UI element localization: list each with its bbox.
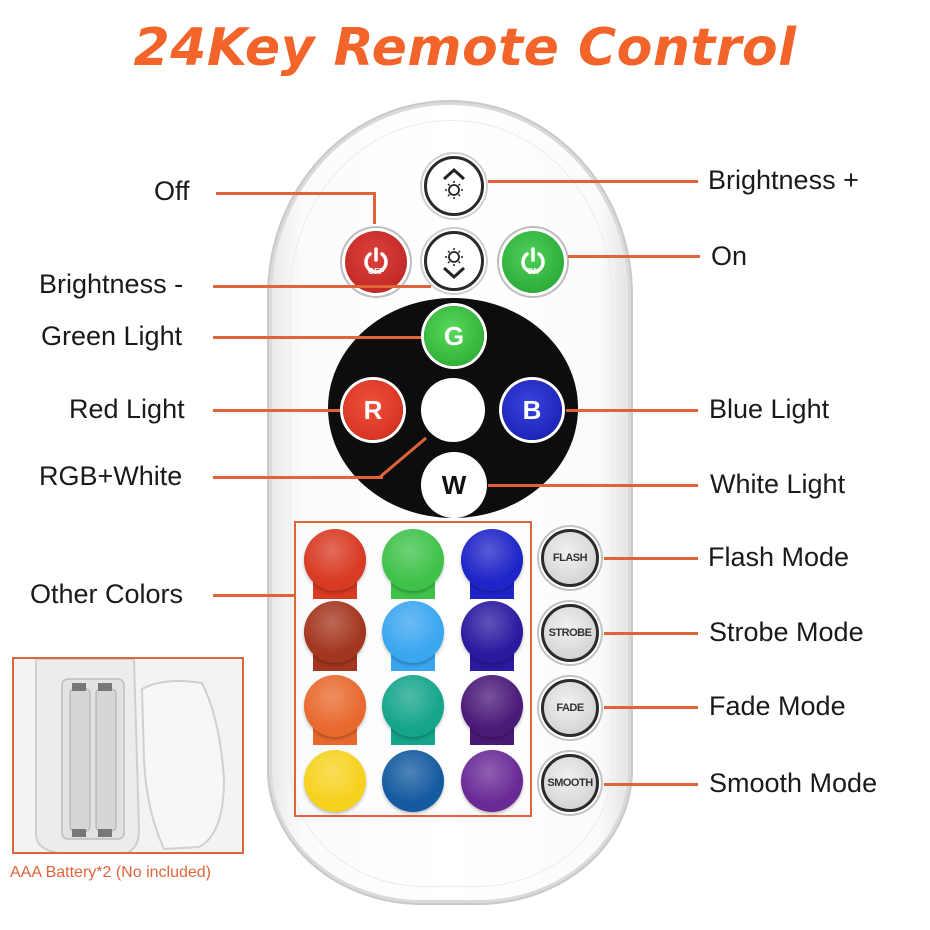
off-button-label: OFF	[368, 267, 384, 276]
leader-on	[568, 255, 700, 258]
color-button[interactable]	[382, 601, 444, 663]
label-strobe-mode: Strobe Mode	[709, 617, 864, 647]
leader-red-light	[213, 409, 340, 412]
label-off: Off	[154, 176, 190, 206]
color-button[interactable]	[382, 750, 444, 812]
label-brightness-minus: Brightness -	[39, 269, 184, 299]
label-green-light: Green Light	[41, 321, 183, 351]
color-button[interactable]	[304, 601, 366, 663]
leader-fade-mode	[604, 706, 698, 709]
brightness-up-icon	[442, 167, 466, 199]
label-fade-mode: Fade Mode	[709, 691, 846, 721]
power-icon	[521, 247, 545, 274]
off-button[interactable]: OFF	[345, 231, 407, 293]
fade-button[interactable]: FADE	[541, 679, 599, 737]
leader-off	[216, 192, 376, 195]
leader-rgb-white-diagonal	[379, 436, 427, 479]
leader-flash-mode	[604, 557, 698, 560]
brightness-down-icon	[442, 248, 466, 280]
color-button[interactable]	[304, 750, 366, 812]
battery-compartment-photo	[12, 657, 244, 854]
other-colors-frame	[294, 521, 532, 817]
leader-smooth-mode	[604, 783, 698, 786]
rgb-white-button[interactable]	[421, 378, 485, 442]
leader-other-colors	[213, 594, 294, 597]
color-button[interactable]	[304, 529, 366, 591]
color-button[interactable]	[382, 529, 444, 591]
leader-white-light	[488, 484, 698, 487]
blue-button[interactable]: B	[502, 380, 562, 440]
leader-off-drop	[373, 192, 376, 224]
label-red-light: Red Light	[69, 394, 185, 424]
smooth-button[interactable]: SMOOTH	[541, 754, 599, 812]
on-button[interactable]: ON	[502, 231, 564, 293]
color-button[interactable]	[461, 529, 523, 591]
on-button-label: ON	[527, 267, 539, 276]
label-flash-mode: Flash Mode	[708, 542, 850, 572]
label-other-colors: Other Colors	[30, 579, 184, 609]
brightness-down-button[interactable]	[424, 231, 484, 291]
flash-button[interactable]: FLASH	[541, 529, 599, 587]
strobe-button[interactable]: STROBE	[541, 604, 599, 662]
color-button[interactable]	[304, 675, 366, 737]
green-button[interactable]: G	[424, 306, 484, 366]
label-blue-light: Blue Light	[709, 394, 830, 424]
label-on: On	[711, 241, 748, 271]
battery-compartment-illustration	[14, 659, 242, 852]
remote-body-inner-edge	[290, 120, 612, 887]
leader-green-light	[213, 336, 421, 339]
leader-blue-light	[566, 409, 698, 412]
leader-rgb-white	[213, 476, 383, 479]
brightness-up-button[interactable]	[424, 156, 484, 216]
page-title: 24Key Remote Control	[133, 18, 797, 78]
label-rgb-white: RGB+White	[39, 461, 183, 491]
color-button[interactable]	[382, 675, 444, 737]
label-white-light: White Light	[710, 469, 846, 499]
color-button[interactable]	[461, 601, 523, 663]
battery-caption: AAA Battery*2 (No included)	[10, 864, 211, 881]
leader-brightness-minus	[213, 285, 431, 288]
color-button[interactable]	[461, 675, 523, 737]
label-brightness-plus: Brightness +	[708, 165, 859, 195]
leader-brightness-plus	[488, 180, 698, 183]
white-button[interactable]: W	[424, 455, 484, 515]
red-button[interactable]: R	[343, 380, 403, 440]
leader-strobe-mode	[604, 632, 698, 635]
color-button[interactable]	[461, 750, 523, 812]
power-icon	[364, 247, 388, 274]
label-smooth-mode: Smooth Mode	[709, 768, 878, 798]
